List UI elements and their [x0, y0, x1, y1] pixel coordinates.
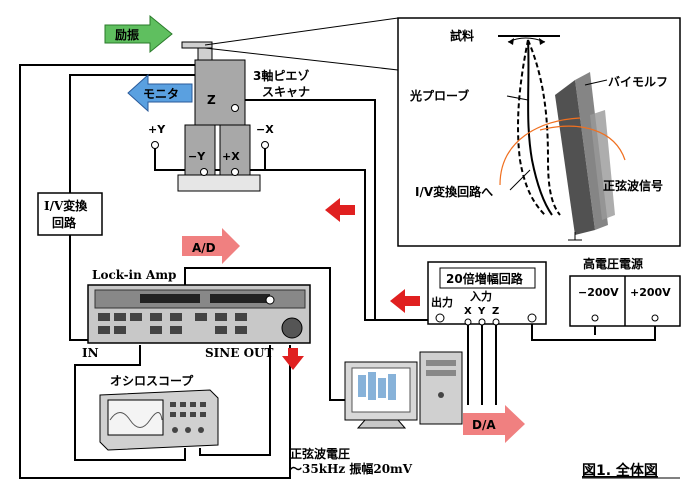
wire-osc-sine: [199, 345, 271, 456]
label-plus-y: +Y: [148, 123, 166, 136]
label-sine-voltage: 正弦波電圧: [290, 446, 350, 461]
wire-xy: [154, 145, 430, 321]
label-z: Z: [207, 93, 216, 107]
label-sample: 試料: [450, 28, 474, 43]
label-input: 入力: [470, 289, 492, 303]
label-sine-signal: 正弦波信号: [603, 178, 663, 193]
piezo-y-block: [184, 124, 216, 176]
label-plus-x: +X: [222, 150, 240, 163]
arrow-red-left-2: [390, 289, 420, 313]
lockin-amp: [87, 284, 311, 344]
label-hv: 高電圧電源: [583, 256, 643, 271]
label-in: IN: [82, 346, 99, 360]
wire-osc-in: [74, 345, 186, 461]
label-ad: A/D: [192, 241, 216, 255]
amp20-terminals: [435, 313, 537, 326]
label-minus200: −200V: [578, 286, 619, 299]
label-bimorph: バイモルフ: [608, 75, 668, 89]
label-excitation: 励振: [115, 27, 139, 42]
arrow-da: [463, 405, 525, 443]
label-plus200: +200V: [630, 286, 671, 299]
arrow-monitor: [127, 73, 193, 113]
wire-hv-plus: [531, 320, 656, 341]
label-minus-x: −X: [256, 123, 274, 136]
label-y: Y: [477, 306, 486, 317]
computer: [344, 351, 463, 429]
label-da: D/A: [472, 418, 496, 432]
figure-title: 図1. 全体図: [582, 462, 658, 479]
wire-z: [238, 99, 376, 320]
piezo-x-block: [219, 124, 251, 176]
zoom-line-top: [204, 17, 399, 46]
label-lockin: Lock-in Amp: [92, 268, 176, 282]
arrow-red-down: [282, 348, 304, 370]
amp20-title-box: [439, 267, 536, 289]
piezo-scanner: [151, 41, 269, 192]
sample-stub: [181, 41, 213, 49]
label-piezo-1: 3軸ピエゾ: [253, 68, 309, 83]
label-to-iv: I/V変換回路へ: [415, 184, 493, 199]
label-zz: Z: [492, 306, 499, 317]
arrow-red-left-1: [325, 198, 355, 222]
label-minus-y: −Y: [188, 150, 206, 163]
oscilloscope: [99, 389, 219, 451]
wire-iv-top: [69, 74, 205, 193]
label-iv-2: 回路: [52, 215, 77, 230]
label-optical-probe: 光プローブ: [409, 88, 469, 103]
arrow-excitation: [104, 14, 173, 54]
piezo-base: [177, 174, 261, 192]
label-iv-1: I/V変換: [44, 198, 88, 213]
label-freq-amp: 〜35kHz 振幅20mV: [290, 461, 413, 476]
wiring: [19, 50, 656, 479]
wire-outer-loop: [19, 64, 291, 479]
label-piezo-2: スキャナ: [262, 85, 310, 99]
label-output: 出力: [431, 295, 453, 309]
wire-iv-bottom: [69, 235, 88, 341]
label-x: X: [464, 306, 472, 317]
inset-box: [397, 17, 681, 247]
label-oscilloscope: オシロスコープ: [110, 373, 194, 388]
label-sine-out: SINE OUT: [205, 346, 273, 360]
inset-detail: [498, 35, 626, 241]
zoom-line-bottom: [204, 47, 399, 71]
iv-box: [37, 192, 103, 236]
label-amp20: 20倍増幅回路: [446, 271, 524, 286]
label-monitor: モニタ: [143, 87, 179, 101]
arrow-ad: [182, 228, 240, 264]
piezo-z-block: [194, 59, 246, 126]
